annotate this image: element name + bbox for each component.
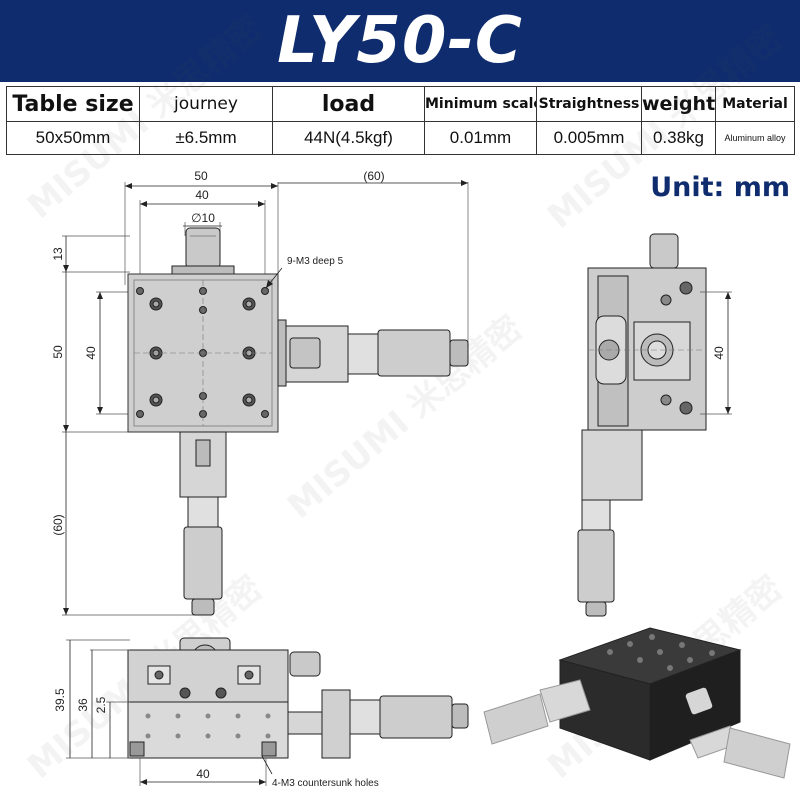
- dim-50-top: 50: [194, 169, 208, 183]
- spec-value-row: 50x50mm ±6.5mm 44N(4.5kgf) 0.01mm 0.005m…: [6, 121, 795, 155]
- spec-value-load: 44N(4.5kgf): [272, 121, 425, 155]
- product-title: LY50-C: [277, 4, 523, 78]
- spec-table: Table size journey load Minimum scale St…: [6, 86, 795, 155]
- note-countersunk: 4-M3 countersunk holes: [272, 778, 379, 789]
- dim-36: 36: [76, 698, 90, 712]
- note-holes: 9-M3 deep 5: [287, 256, 344, 267]
- spec-value-minimum-scale: 0.01mm: [424, 121, 537, 155]
- spec-header-table-size: Table size: [6, 86, 140, 122]
- top-knob: [185, 227, 221, 269]
- spec-value-weight: 0.38kg: [641, 121, 716, 155]
- photo-micrometer-left: [483, 693, 549, 745]
- front-micrometer-thimble: [379, 695, 453, 739]
- spec-value-table-size: 50x50mm: [6, 121, 140, 155]
- dim-50-left: 50: [51, 345, 65, 359]
- title-banner: LY50-C: [0, 0, 800, 82]
- watermark-1: MISUMI 米思精密: [20, 8, 270, 227]
- right-micrometer-thimble: [377, 329, 451, 377]
- top-view: [62, 180, 469, 616]
- side-micrometer-holder: [581, 429, 643, 501]
- top-mount-holes: [136, 287, 269, 418]
- photo-micrometer-right: [723, 727, 791, 779]
- dim-40-front: 40: [196, 767, 210, 781]
- dim-phi10: ∅10: [191, 211, 215, 225]
- dim-40-side: 40: [712, 346, 726, 360]
- right-micrometer-sleeve: [347, 333, 379, 375]
- front-view: [66, 637, 469, 786]
- front-view-dimensions: 39.5 36 2.5 40 4-M3 countersunk holes: [53, 688, 379, 789]
- spec-value-journey: ±6.5mm: [139, 121, 273, 155]
- spec-value-material: Aluminum alloy: [715, 121, 795, 155]
- unit-label: Unit: mm: [650, 172, 790, 203]
- side-knob: [649, 233, 679, 269]
- product-photo: [483, 627, 791, 779]
- spec-value-straightness: 0.005mm: [536, 121, 642, 155]
- bottom-micrometer-thimble: [183, 526, 223, 600]
- bottom-micrometer-sleeve: [187, 496, 219, 528]
- dim-2-5: 2.5: [94, 696, 108, 713]
- dim-40-left: 40: [84, 346, 98, 360]
- front-holes: [145, 713, 271, 739]
- spec-header-row: Table size journey load Minimum scale St…: [6, 86, 795, 122]
- spec-header-minimum-scale: Minimum scale: [424, 86, 537, 122]
- watermark-3: MISUMI 米思精密: [540, 18, 790, 237]
- top-view-dimensions: 50 40 ∅10 (60) 13 50 40 (60) 9-M3 deep 5: [51, 169, 385, 536]
- front-lower-stage: [127, 701, 289, 759]
- side-view: [577, 233, 732, 617]
- spec-header-material: Material: [715, 86, 795, 122]
- spec-header-weight: weight: [641, 86, 716, 122]
- dim-39-5: 39.5: [53, 688, 67, 712]
- side-micrometer-thimble: [577, 529, 615, 603]
- dim-40-top: 40: [195, 188, 209, 202]
- dim-60-left: (60): [51, 514, 65, 535]
- dim-60-right: (60): [363, 169, 384, 183]
- dim-13: 13: [51, 247, 65, 261]
